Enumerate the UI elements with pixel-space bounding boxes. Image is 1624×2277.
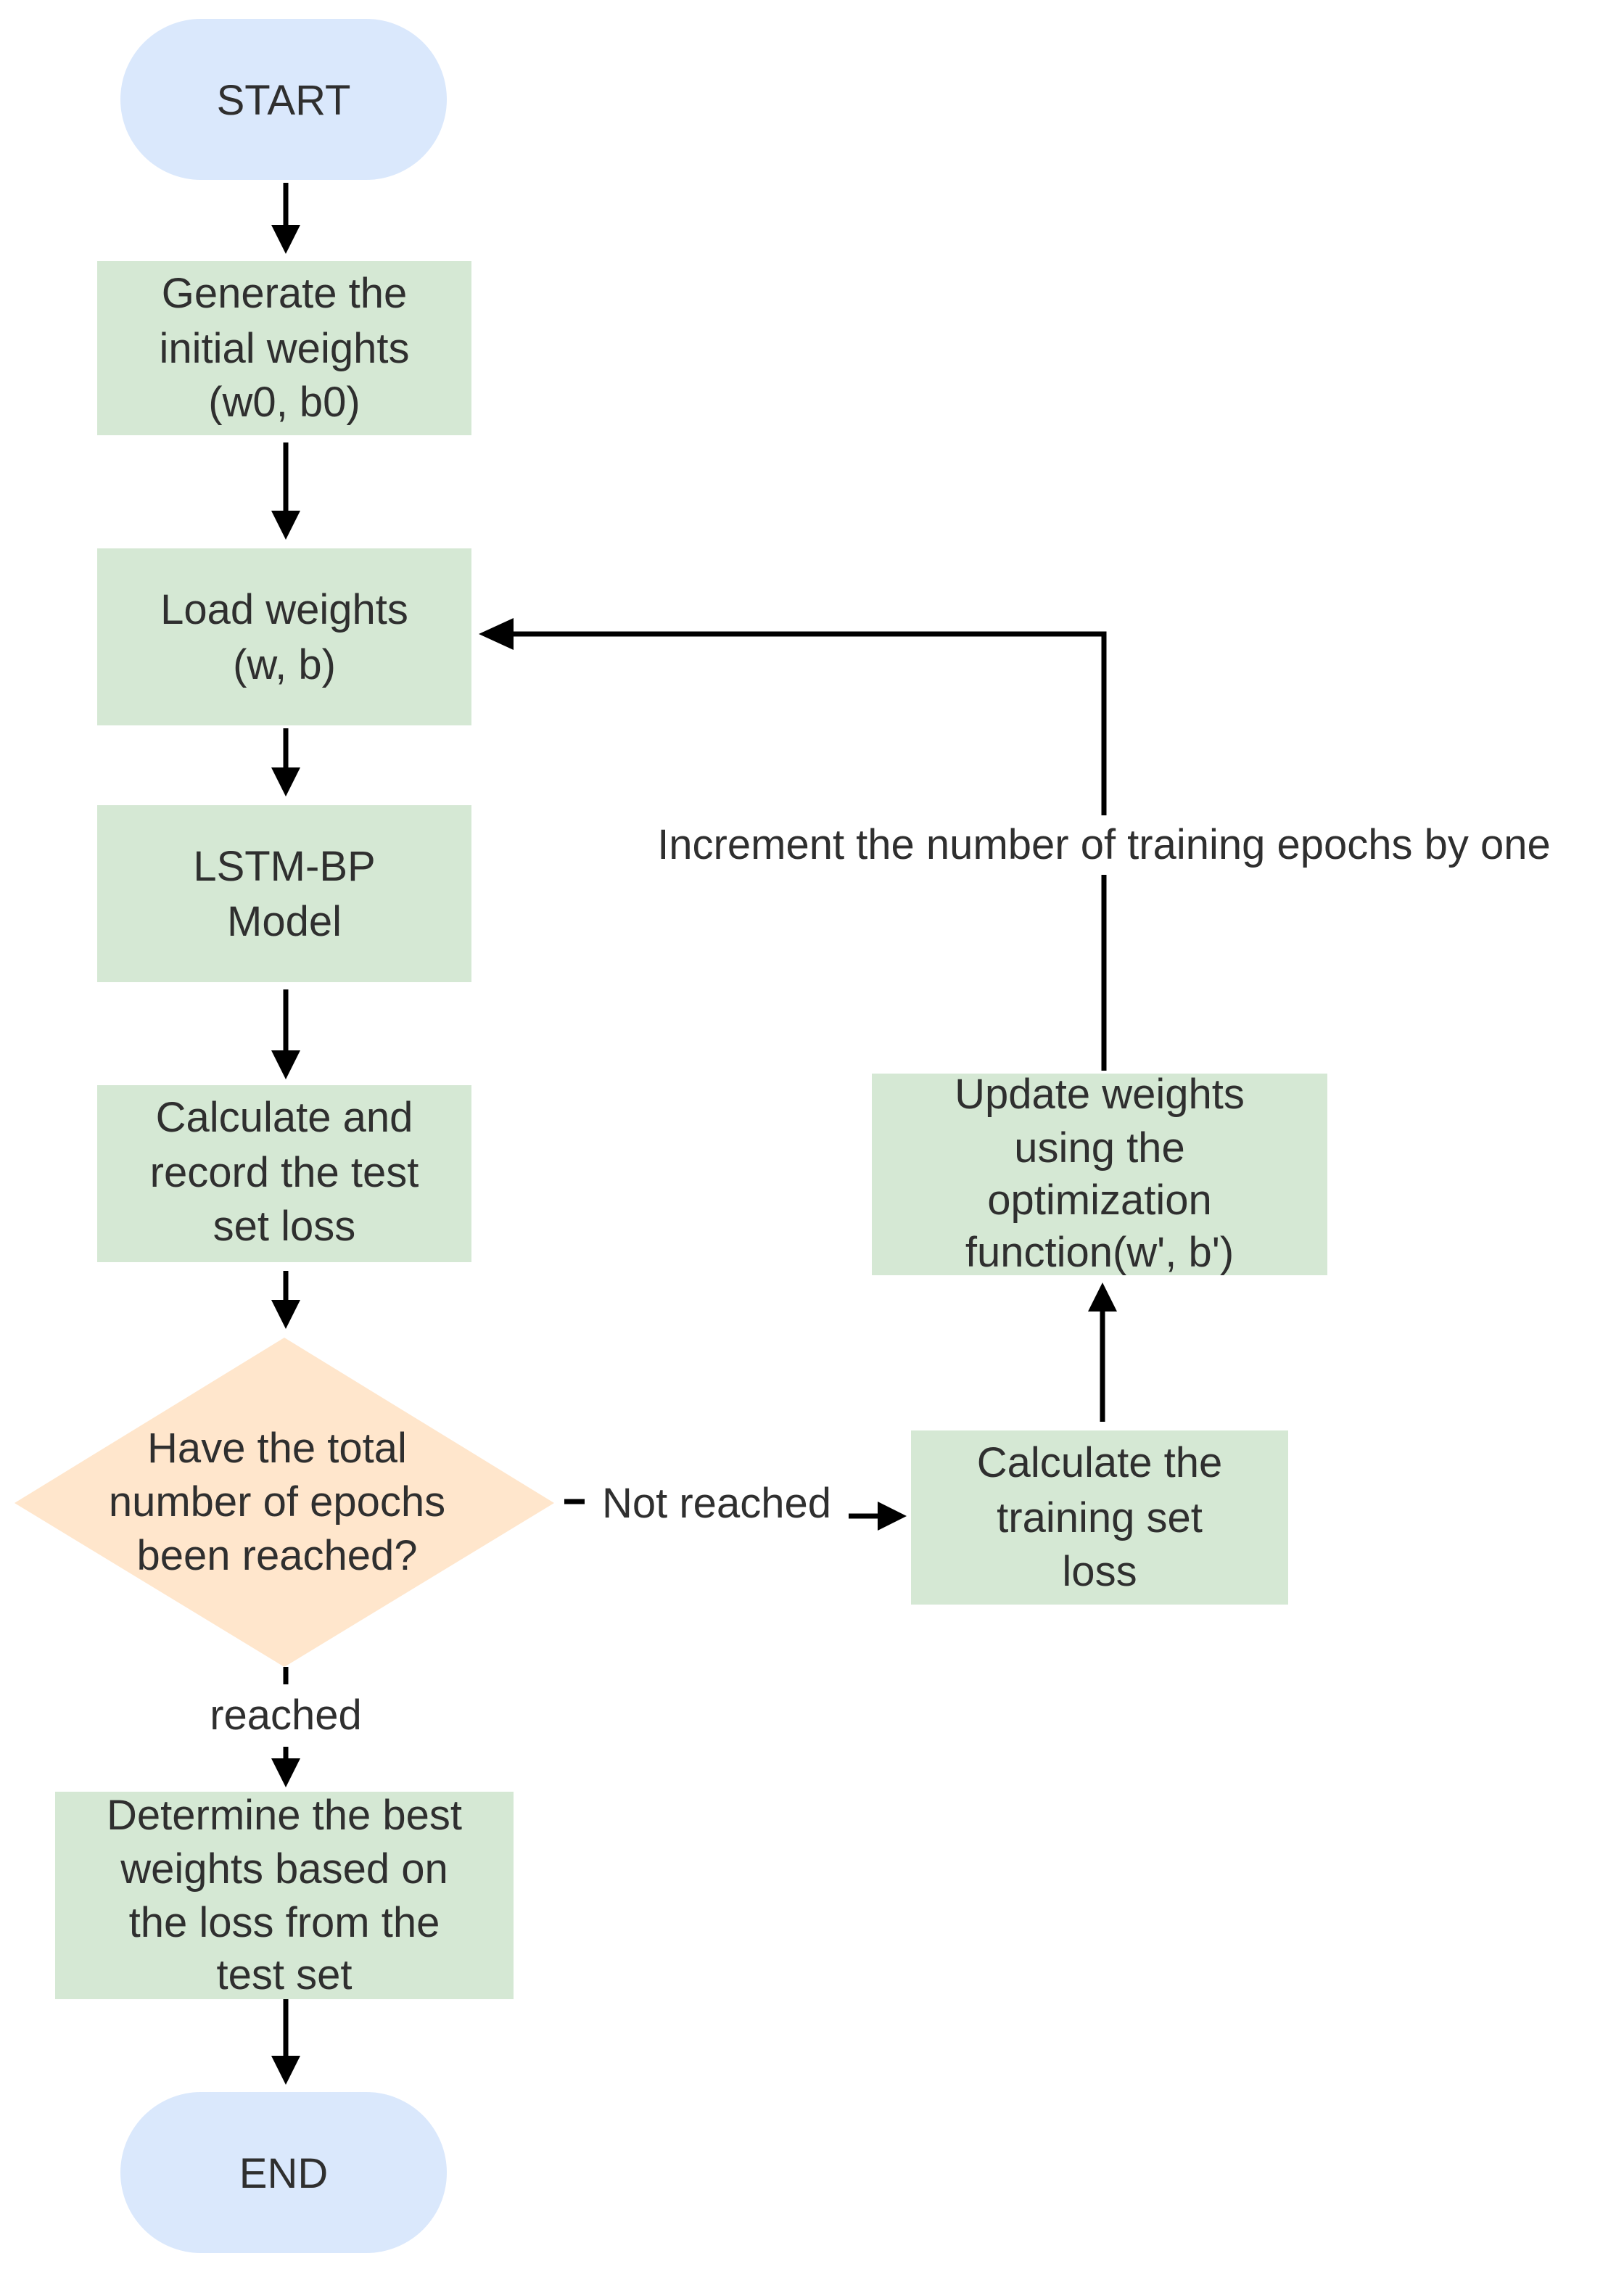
load-weights-line2: (w, b) [233,641,336,688]
arrowhead-load-to-model [271,767,300,796]
arrowhead-decision-to-best [271,1758,300,1787]
start-node: START [120,19,447,180]
arrowhead-best-to-end [271,2056,300,2085]
best-weights-line4: test set [217,1951,353,1998]
generate-weights-line2: initial weights [160,325,410,372]
arrowhead-calctest-to-decision [271,1300,300,1329]
model-line2: Model [227,898,342,945]
best-weights-box [55,1792,514,1999]
calc-train-loss-line2: training set [997,1494,1203,1541]
best-weights-node: Determine the best weights based on the … [55,1792,514,1999]
arrowhead-calctrain-to-update [1088,1282,1117,1312]
arrowhead-model-to-calctest [271,1050,300,1079]
decision-line1: Have the total [147,1425,407,1472]
end-terminal-shape [120,2092,447,2253]
update-weights-line4: function(w', b') [965,1229,1234,1276]
decision-diamond [15,1338,554,1667]
generate-weights-line1: Generate the [162,270,408,317]
update-weights-line1: Update weights [955,1071,1245,1118]
arrowhead-start-to-generate [271,225,300,254]
start-terminal-shape [120,19,447,180]
generate-weights-line3: (w0, b0) [208,379,360,426]
load-weights-box [97,548,471,725]
calc-test-loss-line2: record the test [150,1149,419,1196]
arrowhead-update-to-load [479,618,514,650]
calc-train-loss-node: Calculate the training set loss [911,1430,1288,1605]
best-weights-line2: weights based on [120,1845,448,1893]
load-weights-node: Load weights (w, b) [97,548,471,725]
arrow-update-to-load-upper [508,631,1107,815]
calc-test-loss-line1: Calculate and [156,1094,413,1141]
start-label: START [217,77,351,124]
arrowhead-generate-to-load [271,511,300,540]
edge-label-not-reached: Not reached [602,1480,831,1527]
edge-label-reached: reached [210,1692,362,1739]
model-line1: LSTM-BP [193,843,375,890]
update-weights-node: Update weights using the optimization fu… [872,1071,1327,1276]
generate-weights-node: Generate the initial weights (w0, b0) [97,261,471,435]
best-weights-line1: Determine the best [107,1792,462,1839]
decision-line2: number of epochs [109,1478,445,1525]
update-weights-box [872,1074,1327,1275]
connectors [271,183,1117,2085]
calc-train-loss-box [911,1430,1288,1605]
model-node: LSTM-BP Model [97,805,471,982]
update-weights-line3: optimization [987,1177,1211,1224]
calc-test-loss-line3: set loss [213,1203,356,1250]
model-box [97,805,471,982]
end-node: END [120,2092,447,2253]
calc-train-loss-line3: loss [1062,1548,1137,1595]
end-label: END [239,2150,328,2197]
calc-test-loss-node: Calculate and record the test set loss [97,1085,471,1262]
decision-node: Have the total number of epochs been rea… [15,1338,554,1667]
best-weights-line3: the loss from the [129,1899,440,1946]
arrowhead-decision-to-calctrain [878,1502,907,1531]
edge-label-increment: Increment the number of training epochs … [657,821,1551,868]
load-weights-line1: Load weights [160,586,408,633]
calc-train-loss-line1: Calculate the [977,1439,1223,1486]
generate-weights-box [97,261,471,435]
decision-line3: been reached? [137,1532,418,1579]
calc-test-loss-box [97,1085,471,1262]
update-weights-line2: using the [1014,1124,1184,1172]
